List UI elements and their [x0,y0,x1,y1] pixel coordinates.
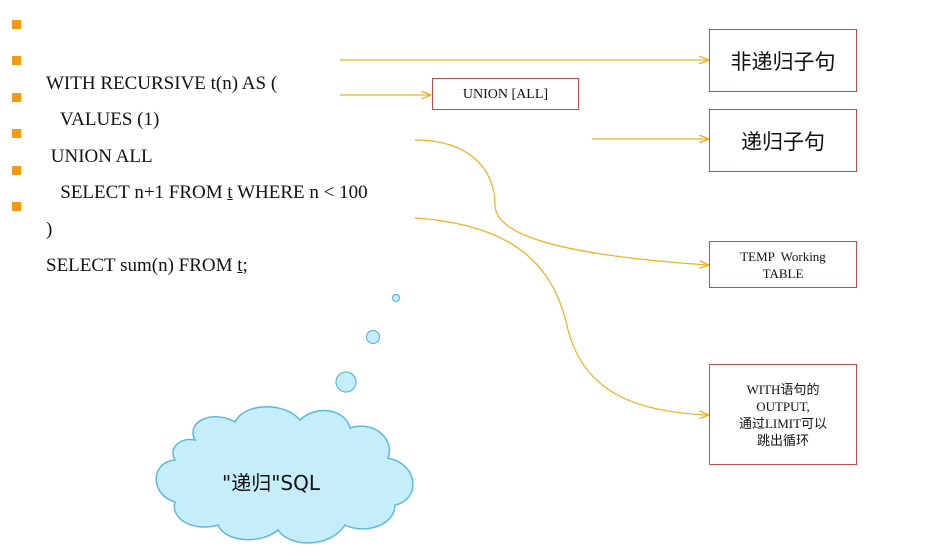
thought-bubble-medium [365,329,381,345]
bullet-marker [12,129,21,138]
union-all-label: UNION [ALL] [462,86,549,102]
bullet-marker [12,202,21,211]
recursive-clause-box: 递归子句 [709,109,857,172]
code-text: SELECT sum(n) FROM [46,255,238,276]
output-label-line1: WITH语句的 [746,381,820,397]
code-text: VALUES (1) [46,109,160,130]
bullet-marker [12,166,21,175]
bullet-marker [12,56,21,65]
code-line-6: SELECT sum(n) FROM t; [0,191,248,276]
code-line-5: ) [0,155,52,240]
arrow-t-to-temp-table [414,139,708,265]
output-label-line4: 跳出循环 [756,432,809,448]
cloud-label: "递归"SQL [222,471,320,495]
code-text: WITH RECURSIVE t(n) AS ( [46,73,278,94]
code-line-4: SELECT n+1 FROM t WHERE n < 100 [0,118,368,203]
code-text: ) [46,219,53,240]
with-output-box: WITH语句的 OUTPUT, 通过LIMIT可以 跳出循环 [709,364,857,465]
output-label-line3: 通过LIMIT可以 [738,415,828,431]
thought-bubble-small [391,293,401,303]
code-text: SELECT n+1 FROM [46,182,228,203]
code-text: ; [242,255,248,276]
code-text: WHERE n < 100 [232,182,368,203]
code-underlined-ref: t [227,182,233,203]
cloud-shape [155,406,414,544]
arrow-t-to-output [414,217,708,415]
code-line-1: WITH RECURSIVE t(n) AS ( [0,9,277,94]
temp-working-table-box: TEMP Working TABLE [709,241,857,288]
code-underlined-ref: t [237,255,243,276]
recursive-clause-label: 递归子句 [741,129,825,154]
output-label-line2: OUTPUT, [756,398,810,414]
thought-bubble-large [335,371,357,393]
temp-table-label-line1: TEMP Working [740,248,826,264]
non-recursive-clause-box: 非递归子句 [709,29,857,92]
code-line-3: UNION ALL [0,82,153,167]
union-all-box: UNION [ALL] [432,78,579,110]
bullet-marker [12,20,21,29]
bullet-marker [12,93,21,102]
non-recursive-clause-label: 非递归子句 [730,49,836,74]
code-line-2: VALUES (1) [0,45,159,130]
code-text: UNION ALL [46,146,153,167]
temp-table-label-line2: TABLE [762,265,804,281]
